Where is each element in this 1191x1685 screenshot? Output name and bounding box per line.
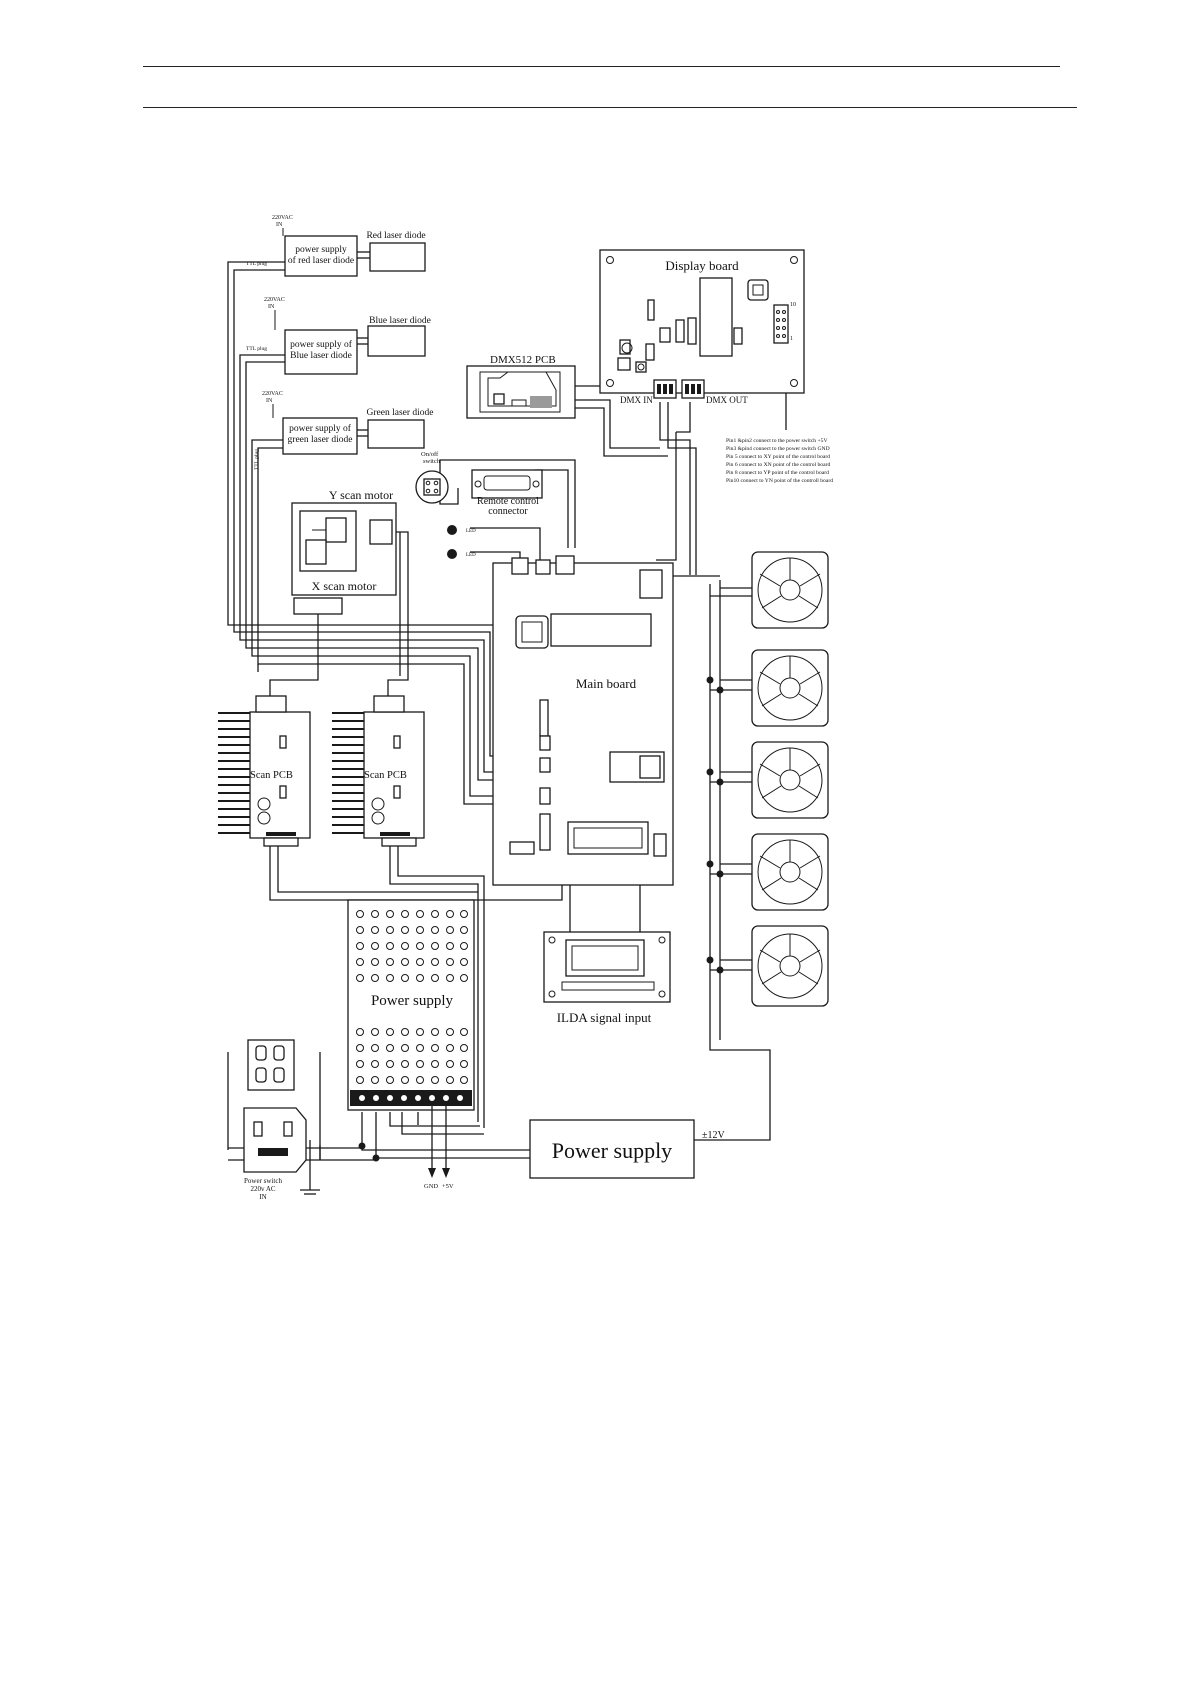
red-psu-label-1: power supply (295, 245, 347, 255)
header-rule-top (143, 66, 1060, 67)
blue-ac-label-2: IN (268, 304, 275, 310)
header-rule-bottom (143, 107, 1077, 108)
pin-note-6: Pin10 connect to YN point of the control… (726, 477, 833, 484)
led-label-2: LED (466, 553, 476, 558)
led-label-1: LED (466, 529, 476, 534)
power-switch-label-1: Power switch (244, 1177, 282, 1185)
green-ttl-label: TTL plug (254, 449, 260, 470)
power-switch-label-2: 220v AC (250, 1185, 275, 1193)
fan-2 (751, 649, 829, 727)
power-switch-label-3: IN (259, 1193, 266, 1201)
red-diode-label: Red laser diode (366, 231, 425, 241)
red-psu-label-2: of red laser diode (288, 255, 354, 266)
scan-pcb-label-left: Scan PCB (250, 770, 293, 781)
blue-ttl-label: TTL plug (246, 346, 267, 352)
green-ac-label-1: 220VAC (262, 391, 283, 397)
fan-1 (751, 551, 829, 629)
remote-label-2: connector (488, 506, 528, 517)
dmx-out-label: DMX OUT (706, 395, 748, 405)
pin-note-4: Pin 6 connect to XN point of the control… (726, 461, 830, 468)
green-ac-label-2: IN (266, 398, 273, 404)
ilda-signal-input: ILDA signal input (543, 931, 671, 1025)
dmx-in-label: DMX IN (620, 395, 653, 405)
fan-column (706, 551, 829, 1007)
fan-3 (751, 741, 829, 819)
main-board: Main board (492, 555, 674, 886)
gnd-label: GND (424, 1183, 438, 1190)
green-psu-label-1: power supply of (289, 423, 352, 434)
red-laser-section: 220VAC IN power supply of red laser diod… (246, 215, 426, 277)
scan-motor-assembly: Y scan motor X scan motor (291, 488, 397, 615)
power-switch[interactable] (247, 1039, 295, 1091)
red-laser-psu (284, 235, 358, 277)
dmx512-pcb: DMX512 PCB (466, 354, 576, 419)
blue-laser-diode (367, 325, 426, 357)
green-diode-label: Green laser diode (367, 408, 434, 418)
display-board-label: Display board (665, 258, 739, 273)
plus5v-label: +5V (442, 1183, 454, 1190)
green-laser-psu (282, 417, 358, 455)
pin-notes: Pin1 &pin2 connect to the power switch +… (726, 438, 833, 484)
display-board: Display board 10 1 (599, 249, 805, 405)
fan-5 (751, 925, 829, 1007)
main-power-supply: Power supply GND +5V (347, 899, 475, 1190)
y-scan-motor-label: Y scan motor (329, 488, 393, 502)
scan-pcb-left: Scan PCB (218, 695, 311, 847)
red-ac-label-1: 220VAC (272, 215, 293, 221)
green-laser-diode (367, 419, 425, 449)
x-scan-motor-label: X scan motor (312, 579, 377, 593)
green-laser-section: 220VAC IN power supply of green laser di… (254, 391, 434, 470)
red-ttl-label: TTL plug (246, 261, 267, 267)
scan-pcb-label-right: Scan PCB (364, 770, 407, 781)
fan-power-supply-label: Power supply (552, 1138, 672, 1163)
dmx-pcb-label: DMX512 PCB (490, 354, 556, 366)
fan-voltage-label: ±12V (702, 1130, 725, 1141)
onoff-label-1: On/off (421, 451, 439, 458)
connector-pin-10: 10 (790, 302, 796, 308)
blue-psu-label-1: power supply of (290, 339, 353, 350)
blue-diode-label: Blue laser diode (369, 316, 431, 326)
connector-pin-1: 1 (790, 336, 793, 342)
remote-control-section: On/off switch Remote control connector L… (415, 451, 543, 559)
remote-control-connector (471, 469, 543, 499)
fan-power-supply: Power supply ±12V (529, 1119, 725, 1179)
fan-4 (751, 833, 829, 911)
onoff-label-2: switch (423, 458, 441, 465)
red-ac-label-2: IN (276, 222, 283, 228)
blue-ac-label-1: 220VAC (264, 297, 285, 303)
ilda-input-label: ILDA signal input (557, 1010, 652, 1025)
pin-note-2: Pin3 &pin4 connect to the power switch G… (726, 446, 830, 452)
pin-note-3: Pin 5 connect to XY point of the control… (726, 453, 830, 460)
blue-laser-psu (284, 329, 358, 375)
pin-note-5: Pin 8 connect to YP point of the control… (726, 469, 829, 476)
pin-note-1: Pin1 &pin2 connect to the power switch +… (726, 438, 828, 444)
blue-laser-section: 220VAC IN power supply of Blue laser dio… (246, 297, 431, 375)
green-psu-label-2: green laser diode (288, 435, 353, 445)
scan-pcb-right: Scan PCB (332, 695, 425, 847)
blue-psu-label-2: Blue laser diode (290, 351, 352, 361)
main-board-label: Main board (576, 676, 637, 691)
main-power-supply-label: Power supply (371, 993, 454, 1009)
power-switch-section: Power switch 220v AC IN (243, 1039, 380, 1201)
power-inlet (243, 1107, 307, 1173)
remote-label-1: Remote control (477, 496, 539, 507)
main-board-ilda-header (567, 821, 649, 855)
red-laser-diode (369, 242, 426, 272)
